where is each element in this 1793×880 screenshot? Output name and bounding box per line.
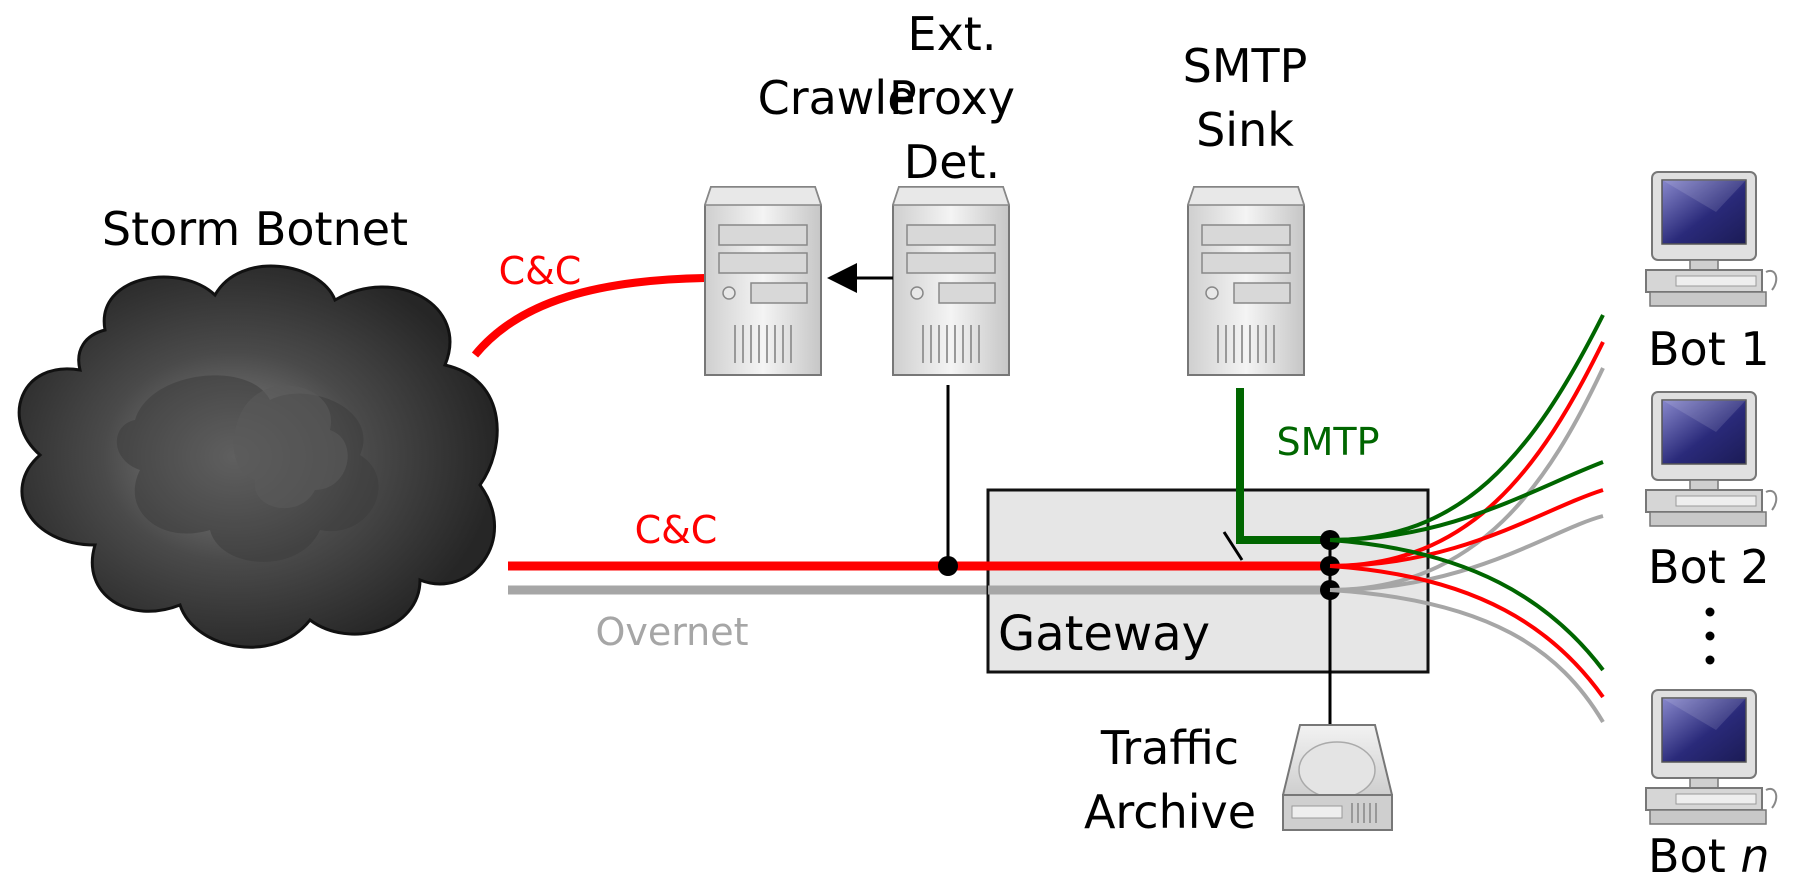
cc-main-label: C&C	[635, 508, 718, 552]
computer-icon	[1645, 391, 1778, 527]
smtp-sink-label-line1: SMTP	[1183, 39, 1308, 93]
ext-label-line2: Proxy	[889, 71, 1015, 125]
smtp-block-mark	[1222, 531, 1244, 561]
smtp-sink-label-line2: Sink	[1196, 103, 1294, 157]
cc-link-crawler	[471, 274, 706, 358]
bot-fanout-links	[1329, 314, 1605, 724]
traffic-archive-label-line2: Archive	[1084, 785, 1256, 839]
proxy-tap-junction	[938, 556, 958, 576]
server-icon	[892, 186, 1010, 376]
cc-top-label: C&C	[499, 249, 582, 293]
bot1-label: Bot 1	[1648, 322, 1770, 376]
smtp-link	[1236, 388, 1330, 544]
smtp-link-label: SMTP	[1276, 420, 1379, 464]
computer-icon	[1645, 689, 1778, 825]
server-icon	[1187, 186, 1305, 376]
botn-suffix: n	[1740, 829, 1769, 880]
ext-label-line1: Ext.	[908, 7, 997, 61]
overnet-label: Overnet	[595, 610, 748, 654]
ellipsis-dots	[1705, 607, 1715, 665]
botn-prefix: Bot	[1648, 829, 1740, 880]
computer-icon	[1645, 171, 1778, 307]
botn-label: Bot n	[1648, 829, 1770, 880]
cloud-icon	[17, 264, 499, 649]
ext-label-line3: Det.	[904, 135, 1000, 189]
server-icon	[704, 186, 822, 376]
crawler-label: Crawler	[758, 71, 935, 125]
gateway-label: Gateway	[998, 606, 1210, 662]
traffic-archive-label-line1: Traffic	[1100, 721, 1239, 775]
hard-drive-icon	[1282, 724, 1393, 831]
storm-botnet-label: Storm Botnet	[102, 202, 408, 256]
bot2-label: Bot 2	[1648, 540, 1770, 594]
gateway-box	[986, 488, 1430, 674]
